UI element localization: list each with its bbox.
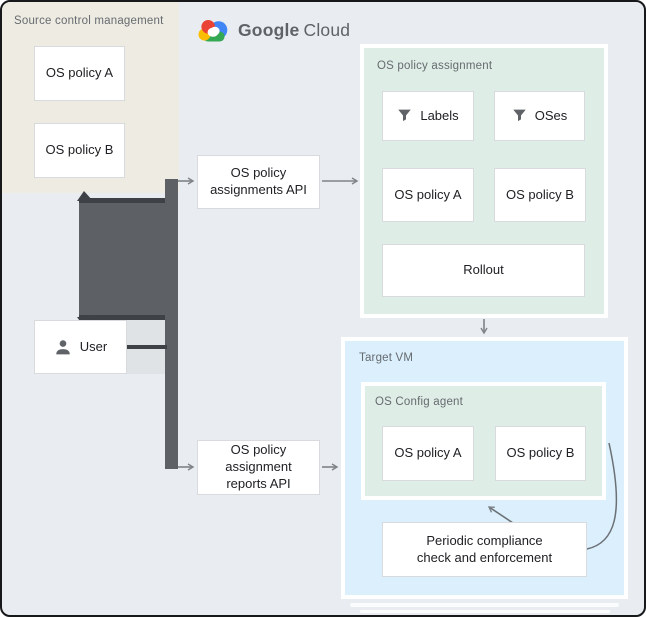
source-control-title: Source control management — [14, 15, 164, 27]
oses-box: OSes — [494, 91, 585, 141]
user-box: User — [34, 320, 127, 374]
assignment-os-policy-a-box: OS policy A — [382, 168, 474, 222]
os-policy-assignment-reports-api-box: OS policy assignment reports API — [197, 440, 320, 495]
arrow-periodic-to-agent — [487, 506, 514, 524]
os-policy-assignment-title: OS policy assignment — [377, 60, 493, 72]
google-cloud-icon — [198, 20, 228, 42]
filter-icon — [398, 110, 412, 122]
periodic-compliance-box: Periodic compliance check and enforcemen… — [382, 522, 587, 577]
curve-periodic-to-policy-b — [586, 442, 618, 550]
assignment-os-policy-b-box: OS policy B — [494, 168, 586, 222]
thick-vertical-bar — [165, 179, 178, 469]
os-config-agent-title: OS Config agent — [375, 396, 464, 408]
rollout-box: Rollout — [382, 244, 585, 297]
vm-stack-line-2 — [360, 610, 610, 613]
labels-box: Labels — [382, 91, 474, 141]
source-os-policy-b-box: OS policy B — [34, 123, 125, 178]
thick-connector-user-source — [77, 191, 165, 327]
user-icon — [56, 340, 70, 355]
target-vm-title: Target VM — [359, 352, 414, 364]
vm-stack-line-1 — [350, 603, 619, 607]
source-os-policy-a-box: OS policy A — [34, 46, 125, 101]
filter-icon — [512, 110, 526, 122]
up-arrowhead-icon — [77, 191, 93, 201]
agent-os-policy-b-box: OS policy B — [495, 426, 586, 481]
user-to-bar-line — [127, 345, 167, 349]
agent-os-policy-a-box: OS policy A — [382, 426, 474, 481]
os-policy-assignments-api-box: OS policy assignments API — [197, 155, 320, 209]
